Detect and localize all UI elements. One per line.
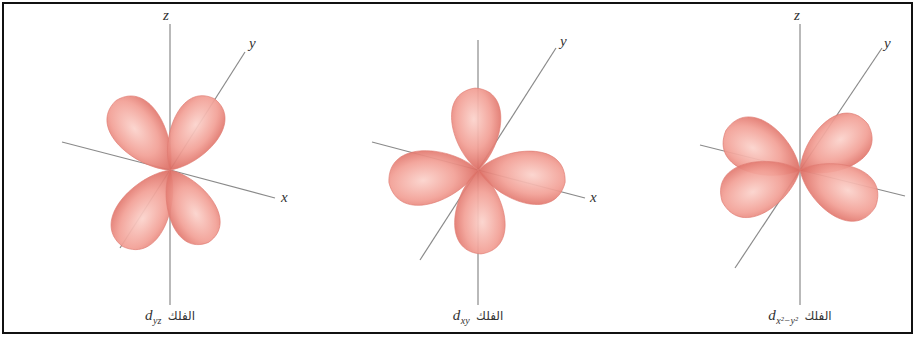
- orbital-lobe: [712, 146, 810, 226]
- caption-word: الفلك: [168, 310, 195, 322]
- axes: [372, 40, 585, 305]
- orbital-lobe: [150, 86, 235, 183]
- axis-label: z: [163, 8, 169, 23]
- orbital-lobe: [149, 159, 229, 253]
- axes: [62, 24, 275, 305]
- orbital-subscript: xy: [461, 316, 470, 326]
- orbital-symbol: d: [768, 308, 776, 323]
- orbital-subscript: yz: [153, 316, 161, 326]
- orbital-lobe: [788, 146, 887, 230]
- caption-word: الفلك: [804, 310, 831, 322]
- axis-label: y: [249, 36, 256, 51]
- orbital-symbol: d: [453, 308, 461, 323]
- axis-label: z: [794, 8, 800, 23]
- axis-label: x: [590, 190, 597, 205]
- caption-word: الفلك: [476, 310, 503, 322]
- axis-label: y: [884, 36, 891, 51]
- axes: [700, 24, 905, 305]
- axis-label: x: [281, 190, 288, 205]
- orbital-lobe: [474, 144, 569, 209]
- axis-label: y: [560, 34, 567, 49]
- orbital-subscript: x²−y²: [776, 316, 798, 326]
- frame: [3, 3, 912, 333]
- orbital-symbol: d: [145, 308, 153, 323]
